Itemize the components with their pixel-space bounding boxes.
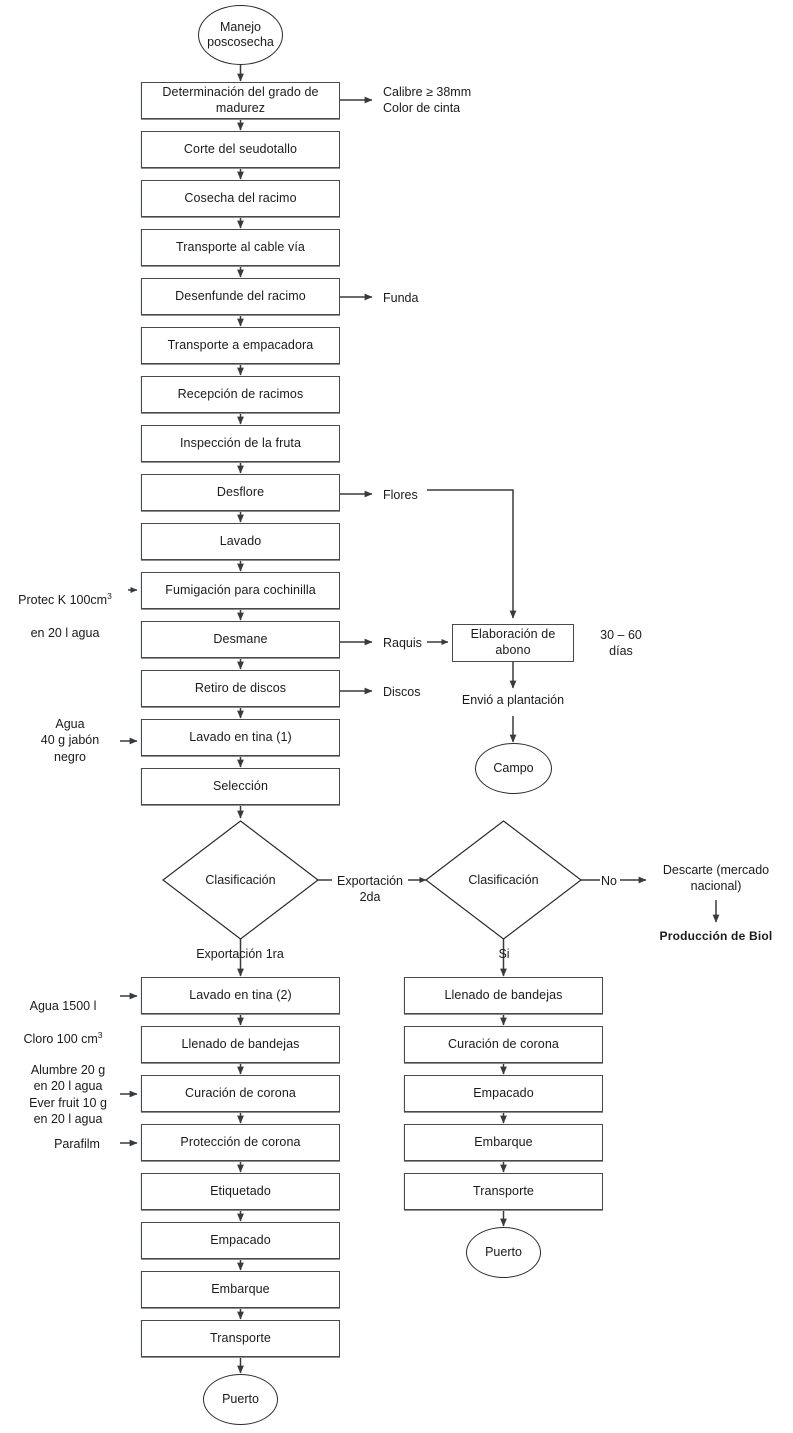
process-curacion-corona-1[interactable]: Curación de corona xyxy=(141,1075,340,1112)
decision-clasificacion-1[interactable]: Clasificación xyxy=(163,821,318,939)
decision-clasificacion-2-label: Clasificación xyxy=(468,873,539,887)
process-desmane[interactable]: Desmane xyxy=(141,621,340,658)
process-corte-seudotallo-label: Corte del seudotallo xyxy=(183,141,298,156)
process-desflore-label: Desflore xyxy=(216,484,265,499)
process-transporte-cable-via[interactable]: Transporte al cable vía xyxy=(141,229,340,266)
input-alumbre-everfruit: Alumbre 20 g en 20 l agua Ever fruit 10 … xyxy=(29,1063,107,1126)
terminator-puerto-right-label: Puerto xyxy=(485,1245,522,1259)
output-raquis: Raquis xyxy=(383,636,422,650)
input-protec-k: Protec K 100cm3 en 20 l agua xyxy=(2,576,128,641)
decision-clasificacion-1-label: Clasificación xyxy=(205,873,276,887)
terminator-puerto-left-label: Puerto xyxy=(222,1392,259,1406)
process-lavado-tina-2-label: Lavado en tina (2) xyxy=(189,987,292,1002)
edge-label-no: No xyxy=(601,874,617,888)
input-protec-k-line2: en 20 l agua xyxy=(30,625,100,640)
process-cosecha-racimo-label: Cosecha del racimo xyxy=(184,190,297,205)
process-retiro-discos[interactable]: Retiro de discos xyxy=(141,670,340,707)
process-proteccion-corona-label: Protección de corona xyxy=(180,1134,301,1149)
process-llenado-bandejas-2[interactable]: Llenado de bandejas xyxy=(404,977,603,1014)
process-curacion-corona-2-label: Curación de corona xyxy=(448,1036,559,1051)
process-empacado-2[interactable]: Empacado xyxy=(404,1075,603,1112)
process-llenado-bandejas-1-label: Llenado de bandejas xyxy=(181,1036,300,1051)
process-retiro-discos-label: Retiro de discos xyxy=(194,680,287,695)
output-flores: Flores xyxy=(383,488,418,502)
process-transporte-1-label: Transporte xyxy=(210,1330,271,1345)
process-desenfunde-racimo-label: Desenfunde del racimo xyxy=(175,288,306,303)
edge-label-exportacion-2da: Exportación 2da xyxy=(336,874,403,905)
process-elaboracion-abono[interactable]: Elaboración de abono xyxy=(452,624,574,662)
process-transporte-empacadora[interactable]: Transporte a empacadora xyxy=(141,327,340,364)
terminator-start: Manejo poscosecha xyxy=(198,5,283,65)
process-empacado-2-label: Empacado xyxy=(473,1085,534,1100)
process-inspeccion-fruta[interactable]: Inspección de la fruta xyxy=(141,425,340,462)
process-elaboracion-abono-label: Elaboración de abono xyxy=(470,627,556,657)
input-parafilm: Parafilm xyxy=(54,1137,100,1151)
process-desmane-label: Desmane xyxy=(213,631,268,646)
process-empacado-1-label: Empacado xyxy=(210,1232,271,1247)
process-lavado-tina-1-label: Lavado en tina (1) xyxy=(189,729,292,744)
process-grado-madurez-label: Determinación del grado de madurez xyxy=(162,84,319,115)
input-agua-cloro-line1: Agua 1500 l xyxy=(29,999,97,1014)
output-calibre: Calibre ≥ 38mm Color de cinta xyxy=(383,85,472,116)
edge-label-exportacion-1ra: Exportación 1ra xyxy=(196,947,284,961)
process-desenfunde-racimo[interactable]: Desenfunde del racimo xyxy=(141,278,340,315)
process-recepcion-racimos-label: Recepción de racimos xyxy=(177,386,304,401)
process-embarque-1[interactable]: Embarque xyxy=(141,1271,340,1308)
process-transporte-1[interactable]: Transporte xyxy=(141,1320,340,1357)
process-curacion-corona-1-label: Curación de corona xyxy=(185,1085,296,1100)
process-fumigacion-cochinilla-label: Fumigación para cochinilla xyxy=(165,582,316,597)
process-llenado-bandejas-1[interactable]: Llenado de bandejas xyxy=(141,1026,340,1063)
input-agua-jabon: Agua 40 g jabón negro xyxy=(40,717,100,764)
process-llenado-bandejas-2-label: Llenado de bandejas xyxy=(444,987,563,1002)
process-lavado-tina-1[interactable]: Lavado en tina (1) xyxy=(141,719,340,756)
process-seleccion-label: Selección xyxy=(212,778,269,793)
process-cosecha-racimo[interactable]: Cosecha del racimo xyxy=(141,180,340,217)
decision-clasificacion-2[interactable]: Clasificación xyxy=(426,821,581,939)
process-desflore[interactable]: Desflore xyxy=(141,474,340,511)
annotation-envio-plantacion: Envió a plantación xyxy=(461,693,565,707)
process-transporte-empacadora-label: Transporte a empacadora xyxy=(167,337,314,352)
process-seleccion[interactable]: Selección xyxy=(141,768,340,805)
terminator-puerto-left: Puerto xyxy=(203,1374,278,1425)
terminator-start-label: Manejo poscosecha xyxy=(207,20,274,49)
process-curacion-corona-2[interactable]: Curación de corona xyxy=(404,1026,603,1063)
output-produccion-biol: Producción de Biol xyxy=(659,929,773,943)
process-proteccion-corona[interactable]: Protección de corona xyxy=(141,1124,340,1161)
process-lavado[interactable]: Lavado xyxy=(141,523,340,560)
input-agua-cloro-superscript: 3 xyxy=(97,1029,103,1040)
process-lavado-tina-2[interactable]: Lavado en tina (2) xyxy=(141,977,340,1014)
process-grado-madurez[interactable]: Determinación del grado de madurez xyxy=(141,82,340,119)
terminator-puerto-right: Puerto xyxy=(466,1227,541,1278)
output-descarte: Descarte (mercado nacional) xyxy=(662,863,770,894)
process-lavado-label: Lavado xyxy=(219,533,262,548)
output-discos: Discos xyxy=(383,685,421,699)
edge-label-si: Si xyxy=(498,947,510,961)
process-embarque-2-label: Embarque xyxy=(474,1134,533,1149)
process-inspeccion-fruta-label: Inspección de la fruta xyxy=(179,435,302,450)
process-fumigacion-cochinilla[interactable]: Fumigación para cochinilla xyxy=(141,572,340,609)
process-etiquetado-label: Etiquetado xyxy=(210,1183,271,1198)
process-recepcion-racimos[interactable]: Recepción de racimos xyxy=(141,376,340,413)
input-agua-cloro: Agua 1500 l Cloro 100 cm3 xyxy=(6,982,120,1047)
process-etiquetado[interactable]: Etiquetado xyxy=(141,1173,340,1210)
input-agua-cloro-line2: Cloro 100 cm xyxy=(23,1031,98,1046)
process-empacado-1[interactable]: Empacado xyxy=(141,1222,340,1259)
process-embarque-1-label: Embarque xyxy=(211,1281,270,1296)
process-transporte-cable-via-label: Transporte al cable vía xyxy=(176,239,305,254)
process-transporte-2[interactable]: Transporte xyxy=(404,1173,603,1210)
terminator-campo: Campo xyxy=(475,743,552,794)
process-transporte-2-label: Transporte xyxy=(473,1183,534,1198)
annotation-dias: 30 – 60 días xyxy=(600,628,642,659)
terminator-campo-label: Campo xyxy=(493,761,534,775)
output-funda: Funda xyxy=(383,291,419,305)
input-protec-k-superscript: 3 xyxy=(107,591,112,602)
process-embarque-2[interactable]: Embarque xyxy=(404,1124,603,1161)
process-corte-seudotallo[interactable]: Corte del seudotallo xyxy=(141,131,340,168)
input-protec-k-line1: Protec K 100cm xyxy=(18,593,108,608)
